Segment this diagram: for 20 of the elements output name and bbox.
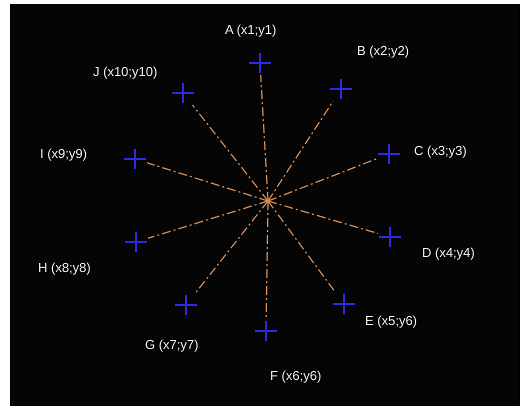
point-label: B (x2;y2) bbox=[357, 43, 410, 59]
dash-dot-line bbox=[267, 100, 334, 202]
point-label: A (x1;y1) bbox=[225, 22, 276, 38]
point-label: F (x6;y6) bbox=[270, 368, 322, 384]
dash-dot-line bbox=[194, 200, 269, 294]
point-label: D (x4;y4) bbox=[422, 245, 475, 261]
point-label: E (x5;y6) bbox=[365, 313, 418, 329]
point-label: H (x8;y8) bbox=[38, 260, 91, 276]
dash-dot-line bbox=[268, 158, 378, 202]
point-label: C (x3;y3) bbox=[414, 143, 467, 159]
dash-dot-line bbox=[260, 74, 269, 202]
point-label: I (x9;y9) bbox=[40, 146, 87, 162]
dash-dot-line bbox=[148, 200, 268, 239]
point-label: G (x7;y7) bbox=[145, 337, 198, 353]
dash-dot-line bbox=[146, 162, 268, 202]
dash-dot-line bbox=[266, 200, 269, 320]
dash-dot-line bbox=[192, 104, 269, 202]
dash-dot-line bbox=[267, 200, 336, 292]
dash-dot-line bbox=[268, 200, 378, 234]
point-label: J (x10;y10) bbox=[93, 64, 158, 80]
